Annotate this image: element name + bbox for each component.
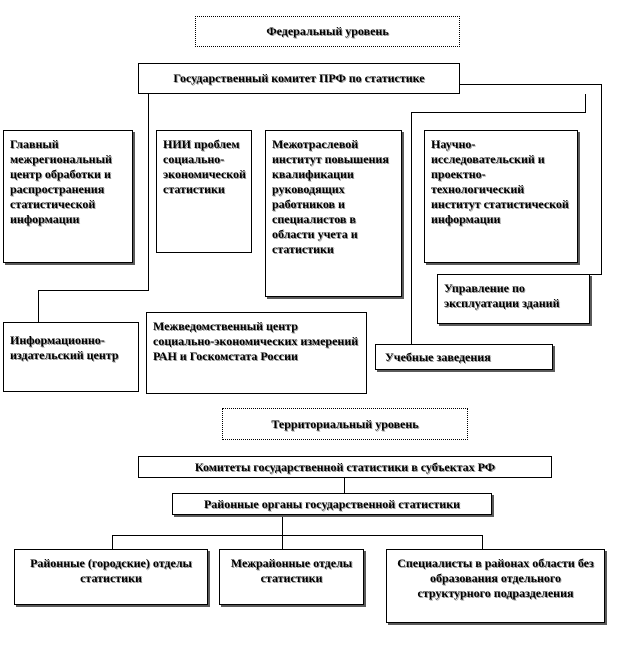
- connector: [411, 112, 412, 344]
- buildings-management-box: Управление по эксплуатации зданий: [437, 274, 590, 324]
- connector: [282, 515, 283, 549]
- publishing-center-box: Информационно-издательский центр: [3, 322, 139, 392]
- federal-level-title: Федеральный уровень: [195, 16, 460, 47]
- nii-problems-box: НИИ проблем социально-экономической стат…: [156, 130, 252, 253]
- specialists-box: Специалисты в районах области без образо…: [386, 549, 605, 623]
- connector: [38, 290, 149, 291]
- connector: [585, 94, 586, 112]
- interdistrict-departments-box: Межрайонные отделы статистики: [219, 549, 364, 605]
- state-committee-box: Государственный комитет ПРФ по статистик…: [138, 63, 460, 94]
- main-interregional-center-box: Главный межрегиональный центр обработки …: [3, 130, 133, 263]
- connector: [460, 84, 601, 85]
- connector: [112, 535, 482, 536]
- district-bodies-box: Районные органы государственной статисти…: [172, 493, 492, 515]
- research-institute-box: Научно-исследовательский и проектно-техн…: [424, 130, 578, 263]
- connector: [482, 535, 483, 549]
- regional-committees-box: Комитеты государственной статистики в су…: [138, 456, 552, 478]
- educational-institutions-box: Учебные заведения: [375, 344, 553, 370]
- connector: [601, 84, 602, 274]
- interbranch-institute-box: Межотраслевой институт повышения квалифи…: [265, 130, 402, 297]
- interagency-center-box: Межведомственный центр социально-экономи…: [146, 312, 367, 394]
- territorial-level-title: Территориальный уровень: [222, 408, 468, 440]
- district-city-departments-box: Районные (городские) отделы статистики: [14, 549, 208, 605]
- connector: [112, 535, 113, 549]
- connector: [38, 290, 39, 322]
- connector: [590, 274, 602, 275]
- connector: [411, 112, 586, 113]
- connector: [344, 477, 345, 493]
- connector: [148, 94, 149, 290]
